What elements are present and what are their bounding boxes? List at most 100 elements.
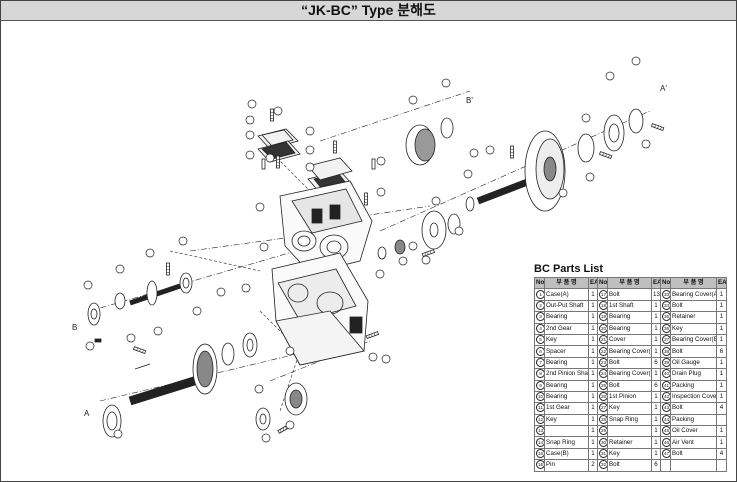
part-number-badge: 45 <box>662 426 670 436</box>
part-name: Cover <box>607 333 652 347</box>
part-quantity: 4 <box>716 402 727 415</box>
part-number: 10 <box>534 390 545 404</box>
part-number: 40 <box>660 368 671 381</box>
part-number-badge: 26 <box>599 392 607 402</box>
part-quantity: 6 <box>651 459 661 472</box>
part-quantity: 1 <box>588 447 598 461</box>
part-quantity: 1 <box>651 299 661 313</box>
header-no: No <box>534 276 545 290</box>
part-quantity: 1 <box>588 436 598 449</box>
part-name: Case(A) <box>544 288 589 301</box>
part-number-badge: 2 <box>536 301 544 310</box>
part-number-badge: 44 <box>662 415 670 424</box>
part-number <box>660 459 671 472</box>
part-number-badge: 10 <box>536 392 544 402</box>
part-number-badge: 15 <box>536 449 544 459</box>
header-ea: EA <box>588 276 598 290</box>
part-quantity: 1 <box>588 333 598 347</box>
part-quantity: 1 <box>651 425 661 438</box>
part-name: 2nd Gear <box>544 322 589 335</box>
part-number-badge: 34 <box>662 301 670 310</box>
part-number-badge: 30 <box>599 438 607 447</box>
part-quantity: 1 <box>588 390 598 404</box>
header-no: No <box>597 276 608 290</box>
part-quantity: 1 <box>716 368 727 381</box>
parts-list: BC Parts List No 부 품 명 EA No 부 품 명 EA No… <box>534 263 727 472</box>
part-quantity: 1 <box>651 322 661 335</box>
part-number-badge: 19 <box>599 312 607 322</box>
part-quantity: 1 <box>651 447 661 461</box>
part-quantity: 1 <box>716 311 727 324</box>
part-number: 4 <box>534 322 545 335</box>
part-number: 6 <box>534 345 545 358</box>
part-name: 1st Pinion <box>607 390 652 404</box>
table-header-row: No 부 품 명 EA No 부 품 명 EA No 부 품 명 EA <box>534 276 727 290</box>
second-pinion-shaft <box>87 272 193 326</box>
part-quantity: 1 <box>716 436 727 449</box>
callout-b: B <box>72 323 77 332</box>
part-number-badge: 7 <box>536 358 544 367</box>
part-name: Bearing <box>544 379 589 392</box>
part-number: 47 <box>660 447 671 461</box>
part-number: 11 <box>534 402 545 415</box>
part-number-badge: 46 <box>662 438 670 447</box>
part-number-badge: 22 <box>599 346 607 356</box>
part-quantity <box>716 413 727 427</box>
part-number: 43 <box>660 402 671 415</box>
exploded-view-drawing: B' A' B A <box>72 56 667 443</box>
part-number-badge: 37 <box>662 335 670 345</box>
part-number: 25 <box>597 379 608 392</box>
part-number: 12 <box>534 413 545 427</box>
part-number: 19 <box>597 311 608 324</box>
part-name: Spacer <box>544 345 589 358</box>
part-name: Bearing <box>544 356 589 370</box>
part-name: Bolt <box>670 447 717 461</box>
part-name: Oil Cover <box>670 425 717 438</box>
part-quantity: 1 <box>651 436 661 449</box>
bolts <box>94 108 665 355</box>
part-number: 28 <box>597 413 608 427</box>
part-number: 24 <box>597 368 608 381</box>
part-number-badge: 14 <box>536 438 544 447</box>
part-number: 21 <box>597 333 608 347</box>
part-name: Out-Put Shaft <box>544 299 589 313</box>
header-name: 부 품 명 <box>670 276 717 290</box>
part-quantity: 1 <box>588 379 598 392</box>
header-ea: EA <box>716 276 727 290</box>
part-number-badge: 12 <box>536 415 544 424</box>
part-quantity: 1 <box>588 413 598 427</box>
part-number: 18 <box>597 299 608 313</box>
part-number: 13 <box>534 425 545 438</box>
part-quantity: 1 <box>651 333 661 347</box>
part-quantity: 1 <box>651 413 661 427</box>
part-number-badge: 25 <box>599 381 607 390</box>
part-quantity: 1 <box>651 345 661 358</box>
part-name: Bearing Cover(A) <box>670 288 717 301</box>
part-quantity: 1 <box>716 356 727 370</box>
case-b <box>279 180 373 274</box>
part-number-badge: 6 <box>536 346 544 356</box>
part-name <box>607 425 652 438</box>
part-quantity: 1 <box>716 379 727 392</box>
part-number: 27 <box>597 402 608 415</box>
part-quantity: 1 <box>716 299 727 313</box>
part-number-badge: 31 <box>599 449 607 459</box>
part-name: Bearing Cover(B) <box>670 333 717 347</box>
part-number: 44 <box>660 413 671 427</box>
part-number-badge: 11 <box>536 403 544 413</box>
part-quantity: 4 <box>716 447 727 461</box>
page-title: “JK-BC” Type 분해도 <box>1 1 736 21</box>
part-quantity: 6 <box>716 345 727 358</box>
part-name: Oil Gauge <box>670 356 717 370</box>
part-name: Bearing <box>607 322 652 335</box>
part-number: 32 <box>597 459 608 472</box>
part-name: Key <box>607 447 652 461</box>
